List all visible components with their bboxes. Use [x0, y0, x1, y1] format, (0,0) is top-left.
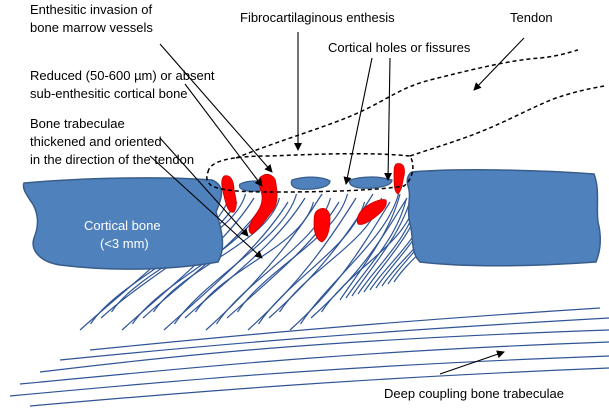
label-trabeculae-3: in the direction of the tendon — [30, 152, 194, 167]
trabecula-line — [345, 199, 407, 299]
vessel-2 — [248, 174, 278, 235]
label-cortical-bone-2: (<3 mm) — [100, 236, 149, 251]
label-fibrocartilaginous-enthesis: Fibrocartilaginous enthesis — [240, 10, 395, 25]
label-enthesitic-invasion-2: bone marrow vessels — [30, 20, 153, 35]
trabecula-line — [153, 197, 281, 313]
vessel-5 — [393, 163, 405, 195]
label-cortical-bone-1: Cortical bone — [84, 218, 161, 233]
tendon-lower-line — [409, 85, 605, 157]
trabecula-line — [310, 197, 408, 319]
vessel-3 — [313, 208, 331, 243]
label-enthesitic-invasion-1: Enthesitic invasion of — [30, 2, 153, 17]
trabecula-line — [351, 193, 413, 297]
label-trabeculae-1: Bone trabeculae — [30, 116, 125, 131]
left-cortical-bone — [22, 177, 224, 270]
right-cortical-bone — [406, 169, 601, 267]
trabecula-line — [289, 201, 391, 331]
label-trabeculae-2: thickened and oriented — [30, 134, 162, 149]
fibrocartilaginous-enthesis-outline — [206, 152, 414, 193]
trabecula-line — [339, 193, 401, 301]
trabecula-line — [237, 193, 349, 313]
trabecula-line — [300, 193, 400, 325]
label-tendon: Tendon — [510, 10, 553, 25]
label-deep-coupling: Deep coupling bone trabeculae — [384, 386, 564, 401]
label-reduced-cortical-2: sub-enthesitic cortical bone — [30, 86, 188, 101]
leader-arrows — [149, 32, 525, 375]
trabecula-line — [174, 193, 298, 325]
bone-marrow-vessels — [221, 163, 405, 243]
tendon-upper-line — [235, 49, 579, 159]
deep-coupling-trabeculae — [9, 307, 609, 407]
vessel-1 — [221, 175, 237, 213]
label-reduced-cortical-1: Reduced (50-600 µm) or absent — [30, 68, 215, 83]
trabecula-line — [247, 197, 357, 331]
label-cortical-holes: Cortical holes or fissures — [328, 40, 471, 55]
vessel-4 — [356, 199, 387, 225]
